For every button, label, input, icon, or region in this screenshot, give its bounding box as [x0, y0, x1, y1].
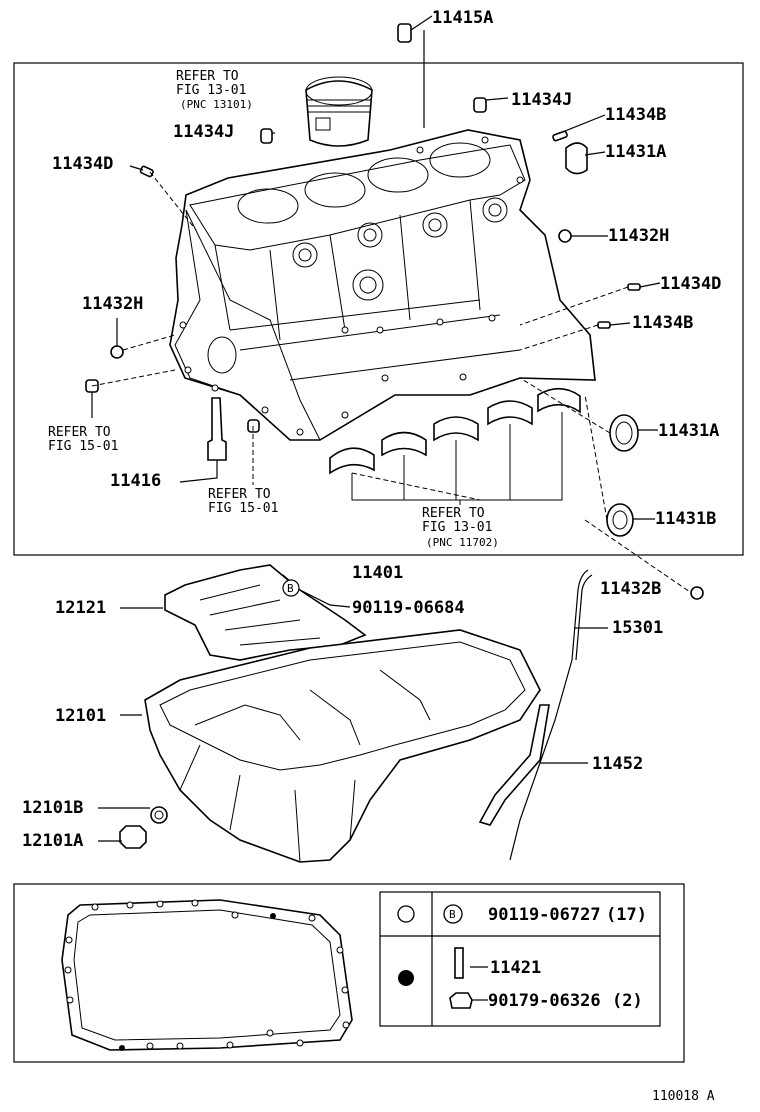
part-12101B: [150, 806, 168, 824]
label-11434J-a: 11434J: [511, 90, 572, 110]
open-circle-icon: [397, 905, 415, 923]
ref-left-line2: FIG 15-01: [48, 439, 118, 454]
part-number-labels: 11415A 11434J 11434B 11431A 11434J 11434…: [22, 8, 721, 978]
part-11416: [207, 397, 227, 461]
oil-pan-gasket: [61, 899, 353, 1051]
cylinder-block: [169, 129, 596, 441]
legend-row1-part: 90119-06727: [488, 905, 601, 925]
dowels-and-plugs: [85, 23, 641, 433]
ref-piston-line1: REFER TO: [176, 69, 239, 84]
label-12121: 12121: [55, 598, 106, 618]
part-11431B-seal: [606, 503, 634, 537]
oil-pan: [144, 629, 541, 863]
part-11432H-b: [558, 229, 572, 243]
label-11434B-a: 11434B: [605, 105, 666, 125]
legend-row2-part: 90179-06326: [488, 991, 601, 1011]
part-11431A-seal: [609, 414, 639, 452]
piston: [305, 76, 373, 147]
label-11421: 11421: [490, 958, 541, 978]
label-11431A-b: 11431A: [658, 421, 719, 441]
nut-icon: [449, 992, 473, 1009]
stud-11421-icon: [454, 947, 464, 979]
part-11432H-a: [110, 345, 124, 359]
part-11434B-a: [552, 130, 568, 142]
filled-circle-icon: [398, 970, 414, 986]
label-11452: 11452: [592, 754, 643, 774]
bore-4: [429, 142, 491, 178]
part-11431A-plug: [565, 142, 588, 175]
label-11432H-a: 11432H: [82, 294, 143, 314]
legend-row1-qty: (17): [606, 905, 647, 925]
label-11431A-a: 11431A: [605, 142, 666, 162]
ref-bearings-line3: (PNC 11702): [426, 536, 499, 549]
part-11452: [478, 704, 550, 826]
part-11434D-b: [627, 283, 641, 291]
label-11432B: 11432B: [600, 579, 661, 599]
label-11401: 11401: [352, 563, 403, 583]
part-11434D-a: [139, 165, 154, 178]
ref-bearings-line1: REFER TO: [422, 506, 485, 521]
ref-left-line1: REFER TO: [48, 425, 111, 440]
gasket-frame: [13, 883, 685, 1063]
crank-bearings: [329, 387, 581, 501]
reference-notes: REFER TO FIG 13-01 (PNC 13101) REFER TO …: [48, 69, 499, 549]
baffle-plate: [164, 564, 367, 661]
label-11416: 11416: [110, 471, 161, 491]
label-11415A: 11415A: [432, 8, 493, 28]
part-15301: [509, 659, 573, 861]
legend-marker-letter: B: [449, 908, 456, 921]
bore-3: [367, 157, 429, 193]
ref-bearings-line2: FIG 13-01: [422, 520, 492, 535]
legend-row2-qty: (2): [612, 991, 643, 1011]
label-11434B-b: 11434B: [632, 313, 693, 333]
bore-2: [304, 172, 366, 208]
part-11434J-a: [473, 97, 487, 113]
bore-1: [237, 188, 299, 224]
label-15301: 15301: [612, 618, 663, 638]
label-11432H-b: 11432H: [608, 226, 669, 246]
part-11434J-b: [260, 128, 273, 144]
ref-bottom-line2: FIG 15-01: [208, 501, 278, 516]
part-11415A: [397, 23, 412, 43]
block-assembly-frame: [13, 62, 744, 556]
label-12101: 12101: [55, 706, 106, 726]
part-12101A: [119, 825, 147, 849]
label-12101B: 12101B: [22, 798, 83, 818]
label-12101A: 12101A: [22, 831, 83, 851]
diagram-code: 110018 A: [652, 1089, 715, 1104]
label-90119-06684: 90119-06684: [352, 598, 465, 618]
label-11434D-a: 11434D: [52, 154, 113, 174]
ref-piston-line3: (PNC 13101): [180, 98, 253, 111]
part-11432B: [690, 586, 704, 600]
marker-b-callout-letter: B: [287, 582, 294, 595]
marker-b-callout-icon: [282, 579, 300, 597]
ref-piston-line2: FIG 13-01: [176, 83, 246, 98]
dipstick-handle: [571, 569, 589, 661]
leader-lines: [91, 15, 691, 1001]
label-11434D-b: 11434D: [660, 274, 721, 294]
marker-b-icon: [443, 904, 463, 924]
ref-bottom-line1: REFER TO: [208, 487, 271, 502]
label-11431B: 11431B: [655, 509, 716, 529]
label-11434J-b: 11434J: [173, 122, 234, 142]
fastener-legend: [379, 891, 661, 1027]
part-11434B-b: [597, 321, 611, 329]
